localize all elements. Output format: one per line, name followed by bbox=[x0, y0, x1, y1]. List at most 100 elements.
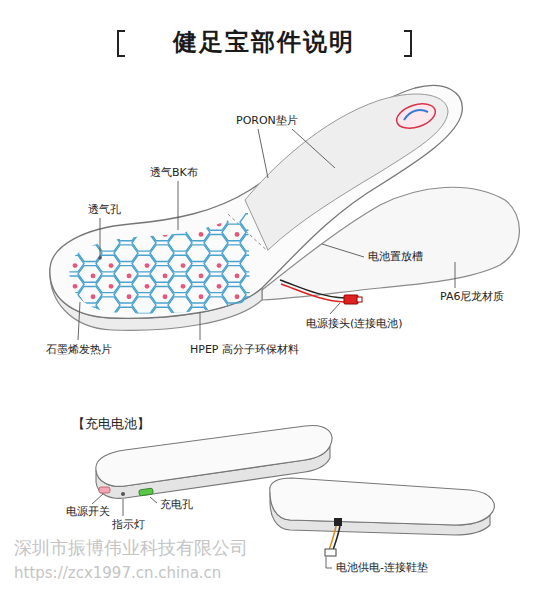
vent-hole bbox=[109, 326, 114, 331]
graphene-hexagon bbox=[222, 307, 246, 324]
vent-hole bbox=[127, 274, 132, 279]
vent-hole bbox=[217, 222, 222, 227]
graphene-hexagon bbox=[60, 276, 84, 293]
graphene-hexagon bbox=[222, 286, 246, 303]
leader-line bbox=[455, 262, 456, 288]
graphene-hexagon bbox=[114, 245, 138, 262]
vent-hole bbox=[253, 263, 258, 268]
vent-hole bbox=[145, 222, 150, 227]
graphene-hexagon bbox=[132, 214, 156, 231]
graphene-hexagon bbox=[258, 328, 282, 345]
graphene-hexagon bbox=[60, 255, 84, 272]
vent-hole bbox=[199, 336, 204, 341]
leader-line bbox=[92, 494, 103, 504]
leader-line bbox=[123, 499, 124, 516]
plug bbox=[357, 297, 362, 302]
graphene-hexagon bbox=[258, 224, 282, 241]
vent-hole bbox=[163, 336, 168, 341]
vent-hole bbox=[235, 294, 240, 299]
vent-hole bbox=[91, 336, 96, 341]
graphene-hexagon bbox=[204, 318, 228, 335]
graphene-hexagon bbox=[168, 276, 192, 293]
vent-hole bbox=[253, 326, 258, 331]
graphene-hexagon bbox=[132, 297, 156, 314]
graphene-hexagon bbox=[240, 255, 264, 272]
vent-hole bbox=[109, 222, 114, 227]
graphene-hexagon bbox=[96, 276, 120, 293]
watermark: https://zcx1997.cn.china.cn bbox=[14, 564, 221, 582]
graphene-hexagon bbox=[258, 307, 282, 324]
plug bbox=[325, 549, 336, 556]
graphene-hexagon bbox=[168, 297, 192, 314]
vent-hole bbox=[73, 263, 78, 268]
graphene-hexagon bbox=[150, 328, 174, 345]
power-switch bbox=[99, 487, 110, 493]
graphene-hexagon bbox=[78, 245, 102, 262]
graphene-hexagon bbox=[240, 297, 264, 314]
leader-line bbox=[326, 557, 332, 568]
battery bbox=[270, 478, 495, 525]
vent-hole bbox=[253, 222, 258, 227]
leader-line bbox=[178, 181, 179, 230]
vent-hole bbox=[145, 263, 150, 268]
graphene-hexagon bbox=[168, 214, 192, 231]
vent-hole bbox=[271, 294, 276, 299]
part-label: 石墨烯发热片 bbox=[46, 343, 112, 356]
vent-hole bbox=[127, 294, 132, 299]
graphene-hexagon bbox=[96, 318, 120, 335]
graphene-hexagon bbox=[222, 328, 246, 345]
part-label: 电源开关 bbox=[66, 505, 110, 518]
graphene-hexagon bbox=[168, 234, 192, 251]
vent-hole bbox=[109, 263, 114, 268]
insole-top bbox=[50, 85, 462, 318]
battery bbox=[96, 426, 332, 487]
part-label: 充电孔 bbox=[160, 498, 193, 511]
vent-hole bbox=[181, 284, 186, 289]
leader-dot bbox=[98, 256, 102, 260]
graphene-hexagon bbox=[258, 266, 282, 283]
plug bbox=[344, 295, 358, 304]
leader-line bbox=[258, 129, 268, 178]
graphene-hexagon bbox=[258, 286, 282, 303]
vent-hole bbox=[253, 284, 258, 289]
graphene-hexagon bbox=[150, 224, 174, 241]
leader-line bbox=[200, 312, 201, 340]
graphene-hexagon bbox=[96, 255, 120, 272]
vent-hole bbox=[199, 232, 204, 237]
graphene-hexagon bbox=[222, 245, 246, 262]
wire bbox=[333, 526, 340, 550]
graphene-hexagon bbox=[204, 297, 228, 314]
graphene-hexagon bbox=[204, 276, 228, 293]
vent-hole bbox=[271, 232, 276, 237]
graphene-hexagon bbox=[114, 307, 138, 324]
graphene-hexagon bbox=[186, 328, 210, 345]
graphene-hexagon bbox=[204, 234, 228, 251]
graphene-hexagon bbox=[186, 245, 210, 262]
graphene-hexagon bbox=[186, 307, 210, 324]
graphene-hexagon bbox=[132, 318, 156, 335]
vent-hole bbox=[217, 284, 222, 289]
graphene-hexagon bbox=[78, 328, 102, 345]
vent-hole bbox=[199, 274, 204, 279]
graphene-hexagon bbox=[114, 224, 138, 241]
vent-hole bbox=[235, 336, 240, 341]
vent-hole bbox=[199, 294, 204, 299]
leader-line bbox=[100, 218, 101, 258]
graphene-hexagon bbox=[150, 245, 174, 262]
vent-hole bbox=[235, 232, 240, 237]
graphene-hexagon bbox=[60, 297, 84, 314]
vent-hole bbox=[271, 274, 276, 279]
graphene-hexagon bbox=[240, 276, 264, 293]
graphene-hexagon bbox=[78, 286, 102, 303]
vent-hole bbox=[127, 232, 132, 237]
vent-hole bbox=[127, 336, 132, 341]
graphene-hexagon bbox=[186, 266, 210, 283]
part-label: PORON垫片 bbox=[236, 114, 298, 127]
part-label: 电池供电-连接鞋垫 bbox=[336, 561, 428, 574]
graphene-hexagon bbox=[78, 266, 102, 283]
graphene-hexagon bbox=[114, 286, 138, 303]
graphene-hexagon bbox=[60, 214, 84, 231]
wire bbox=[281, 284, 345, 302]
vent-hole bbox=[163, 232, 168, 237]
vent-hole bbox=[145, 284, 150, 289]
